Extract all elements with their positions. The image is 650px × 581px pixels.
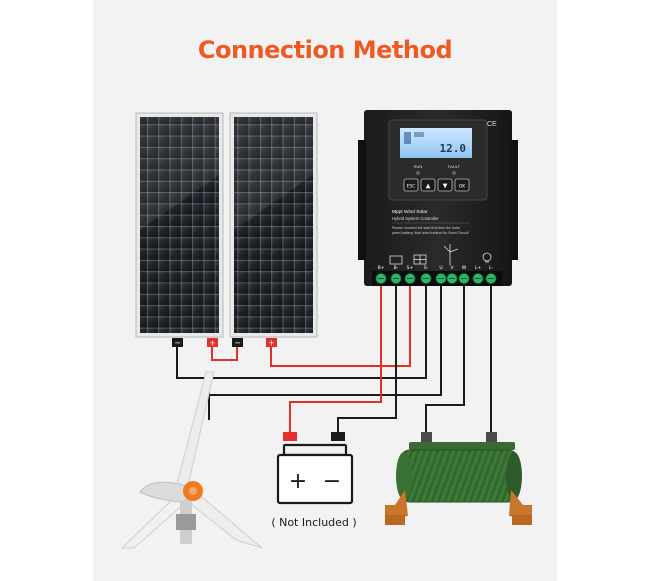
svg-text:−: − (234, 339, 241, 348)
battery-positive-terminal (283, 432, 297, 441)
svg-text:OK: OK (459, 184, 467, 190)
battery-plus-sign: + (289, 469, 307, 494)
fault-led (452, 171, 456, 175)
terminal-label-8: L- (489, 265, 493, 271)
controller-button-3[interactable]: OK (454, 178, 470, 192)
controller-note-2: panel,battery, final wind turbine.No Sho… (392, 231, 469, 235)
terminal-block (375, 273, 497, 284)
controller-button-0[interactable]: ESC (403, 178, 419, 192)
battery-pictogram (389, 255, 403, 265)
battery-negative-terminal (331, 432, 345, 441)
bulb-pictogram (482, 252, 492, 263)
controller-subtitle: Hybrid System Controller (392, 216, 439, 221)
controller-note: Please connect the load first,then the s… (392, 226, 461, 230)
charge-controller: 12.0 RUN FAULT ESC ▲ ▼ OK Mppt Wind Solar H… (358, 110, 518, 286)
terminal-label-2: S+ (407, 265, 414, 271)
turbine-hub (183, 481, 203, 501)
battery: + − ( Not Included ) (271, 432, 357, 529)
solar-panel-2 (229, 112, 318, 338)
svg-text:+: + (209, 339, 216, 348)
svg-text:−: − (174, 339, 181, 348)
dump-load-resistor (385, 432, 532, 525)
svg-text:RUN: RUN (414, 164, 423, 169)
svg-text:+: + (268, 339, 275, 348)
wind-pictogram (443, 244, 459, 265)
terminal-label-4: U (439, 265, 442, 271)
terminal-label-1: B- (394, 265, 399, 271)
lcd-reading: 12.0 (440, 142, 467, 155)
battery-caption: ( Not Included ) (271, 516, 356, 529)
terminal-label-3: S- (424, 265, 429, 271)
controller-name: Mppt Wind Solar (392, 209, 428, 215)
terminal-labels: B+ B- S+ S- U V W L+ L- (378, 265, 494, 271)
run-led (416, 171, 420, 175)
ce-mark: CE (487, 121, 497, 128)
svg-text:ESC: ESC (407, 184, 416, 190)
terminal-label-7: L+ (475, 265, 482, 271)
wind-turbine (120, 371, 263, 549)
controller-button-2[interactable]: ▼ (437, 178, 453, 192)
lcd-screen (400, 128, 472, 158)
controller-buttons: ESC ▲ ▼ OK (403, 178, 470, 192)
controller-button-1[interactable]: ▲ (420, 178, 436, 192)
solar-pictogram (413, 254, 427, 265)
terminal-label-0: B+ (378, 265, 385, 271)
solar-panel-1 (135, 112, 224, 338)
terminal-label-5: V (450, 265, 454, 271)
page-title: Connection Method (197, 36, 453, 64)
panel-terminals: − + − + (172, 338, 277, 348)
svg-text:▼: ▼ (443, 183, 448, 190)
svg-text:▲: ▲ (426, 183, 431, 190)
wiring (176, 285, 492, 432)
svg-text:FAULT: FAULT (448, 164, 461, 169)
terminal-label-6: W (462, 265, 467, 271)
battery-minus-sign: − (323, 469, 341, 494)
